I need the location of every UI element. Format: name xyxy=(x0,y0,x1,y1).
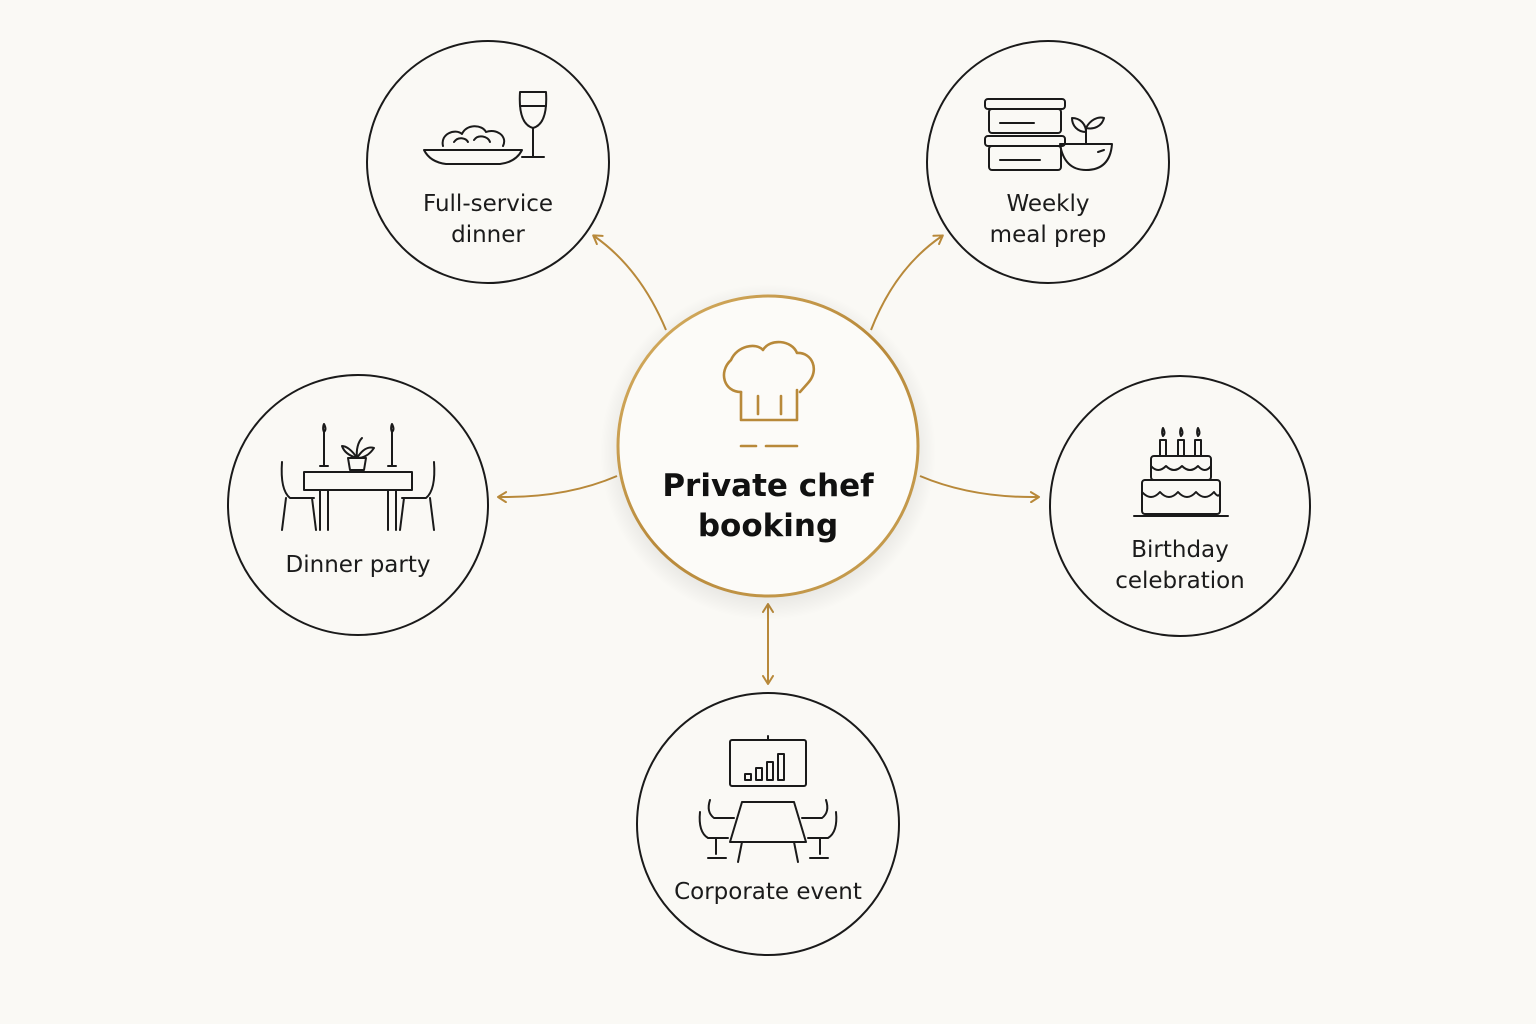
center-node xyxy=(600,284,936,620)
label-dinner-party: Dinner party xyxy=(285,552,431,578)
connector-full-service xyxy=(592,234,667,331)
label-full-service-dinner: Full-service dinner xyxy=(422,191,553,248)
birthday-cake-icon xyxy=(1133,427,1229,517)
connector-birthday xyxy=(919,475,1040,504)
node-dinner-party xyxy=(227,374,489,636)
node-corporate-event xyxy=(636,692,900,956)
node-full-service-dinner xyxy=(366,40,610,284)
center-title: Private chef booking xyxy=(662,468,874,544)
label-birthday-celebration: Birthday celebration xyxy=(1115,537,1245,594)
label-corporate-event: Corporate event xyxy=(674,879,862,905)
plated-dish-wine-icon xyxy=(423,91,548,165)
connector-weekly-meal-prep xyxy=(870,234,944,331)
dining-table-candles-icon xyxy=(280,423,436,531)
connector-dinner-party xyxy=(497,475,618,504)
meal-prep-containers-icon xyxy=(984,98,1113,171)
label-weekly-meal-prep: Weekly meal prep xyxy=(989,191,1107,248)
conference-table-chart-icon xyxy=(698,735,838,863)
chef-hat-icon xyxy=(722,340,816,448)
node-birthday-celebration xyxy=(1049,375,1311,637)
node-weekly-meal-prep xyxy=(926,40,1170,284)
